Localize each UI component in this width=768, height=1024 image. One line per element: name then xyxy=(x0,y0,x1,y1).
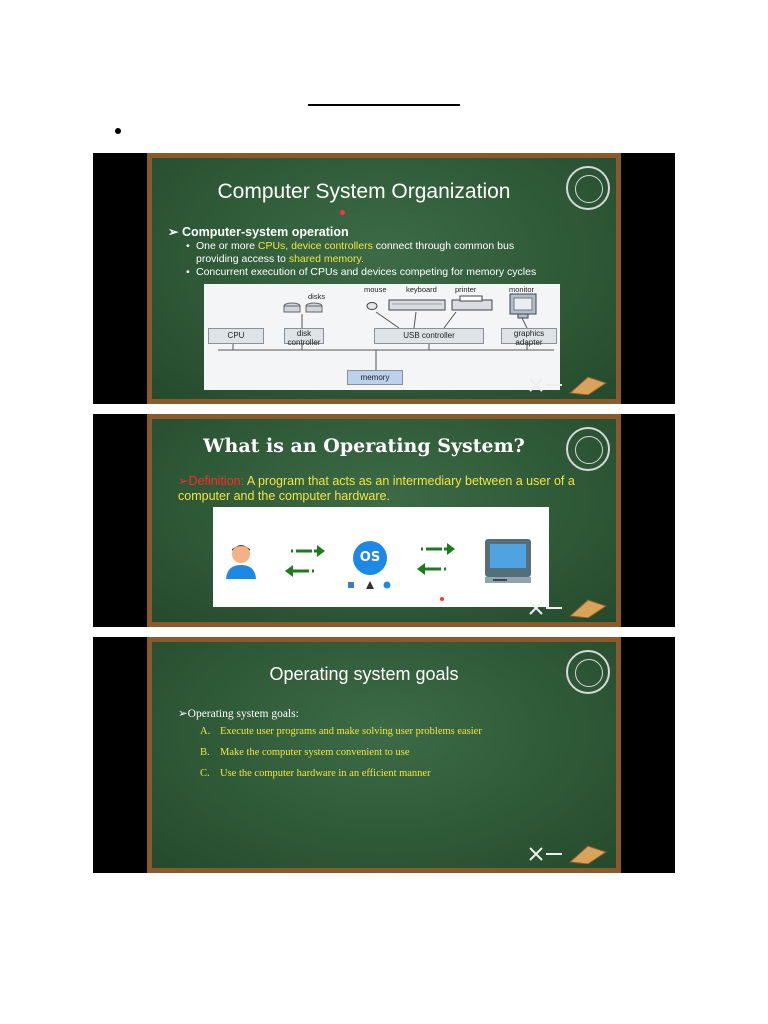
university-seal-icon xyxy=(566,427,610,471)
device-label: monitor xyxy=(509,285,535,294)
laser-pointer-dot xyxy=(340,210,345,215)
chalk-eraser-icon xyxy=(529,599,608,618)
disk-controller-box: disk controller xyxy=(284,328,324,347)
os-label: OS xyxy=(359,550,381,565)
goal-item: B.Make the computer system convenient to… xyxy=(200,747,410,758)
chalkboard: Computer System Organization ➢ Computer-… xyxy=(152,158,616,399)
goal-item: A.Execute user programs and make solving… xyxy=(200,726,482,737)
chalkboard: What is an Operating System? ➢Definition… xyxy=(152,419,616,622)
device-label: keyboard xyxy=(406,285,437,294)
bullet-item: • One or more CPUs, device controllers c… xyxy=(186,240,515,265)
device-label: mouse xyxy=(364,285,387,294)
list-bullet xyxy=(115,128,121,134)
definition-text: ➢Definition: A program that acts as an i… xyxy=(178,474,575,503)
goals-intro: ➢Operating system goals: xyxy=(178,708,299,720)
chalkboard-frame: Computer System Organization ➢ Computer-… xyxy=(147,153,621,404)
university-seal-icon xyxy=(566,166,610,210)
graphics-adapter-box: graphics adapter xyxy=(501,328,557,347)
chalkboard-frame: What is an Operating System? ➢Definition… xyxy=(147,414,621,627)
chalkboard: Operating system goals ➢Operating system… xyxy=(152,642,616,868)
device-label: printer xyxy=(455,285,477,294)
slide-heading: ➢ Computer-system operation xyxy=(168,225,349,239)
system-diagram: disks mouse keyboard printer monitor CPU… xyxy=(204,284,560,390)
slide-title: Computer System Organization xyxy=(217,180,511,203)
os-diagram xyxy=(226,539,531,601)
arrow-bullet-icon: ➢ xyxy=(178,474,189,488)
slide-title: Operating system goals xyxy=(269,664,459,684)
slide-image-2: What is an Operating System? ➢Definition… xyxy=(93,414,675,627)
goal-item: C.Use the computer hardware in an effici… xyxy=(200,768,431,779)
slide-image-1: Computer System Organization ➢ Computer-… xyxy=(93,153,675,404)
arrow-bullet-icon: ➢ xyxy=(168,225,179,239)
os-diagram-panel: OS xyxy=(213,507,549,607)
diagram-connectors xyxy=(218,293,554,370)
chalk-eraser-icon xyxy=(529,376,608,395)
slide-title: What is an Operating System? xyxy=(203,435,525,457)
chalkboard-frame: Operating system goals ➢Operating system… xyxy=(147,637,621,873)
usb-controller-box: USB controller xyxy=(374,328,484,344)
arrow-bullet-icon: ➢ xyxy=(178,708,188,720)
slide-image-3: Operating system goals ➢Operating system… xyxy=(93,637,675,873)
university-seal-icon xyxy=(566,650,610,694)
memory-box: memory xyxy=(347,370,403,385)
bullet-item: •Concurrent execution of CPUs and device… xyxy=(186,266,537,278)
underline-rule xyxy=(308,104,460,106)
chalk-eraser-icon xyxy=(529,845,608,864)
device-label: disks xyxy=(308,292,326,301)
cpu-box: CPU xyxy=(208,328,264,344)
